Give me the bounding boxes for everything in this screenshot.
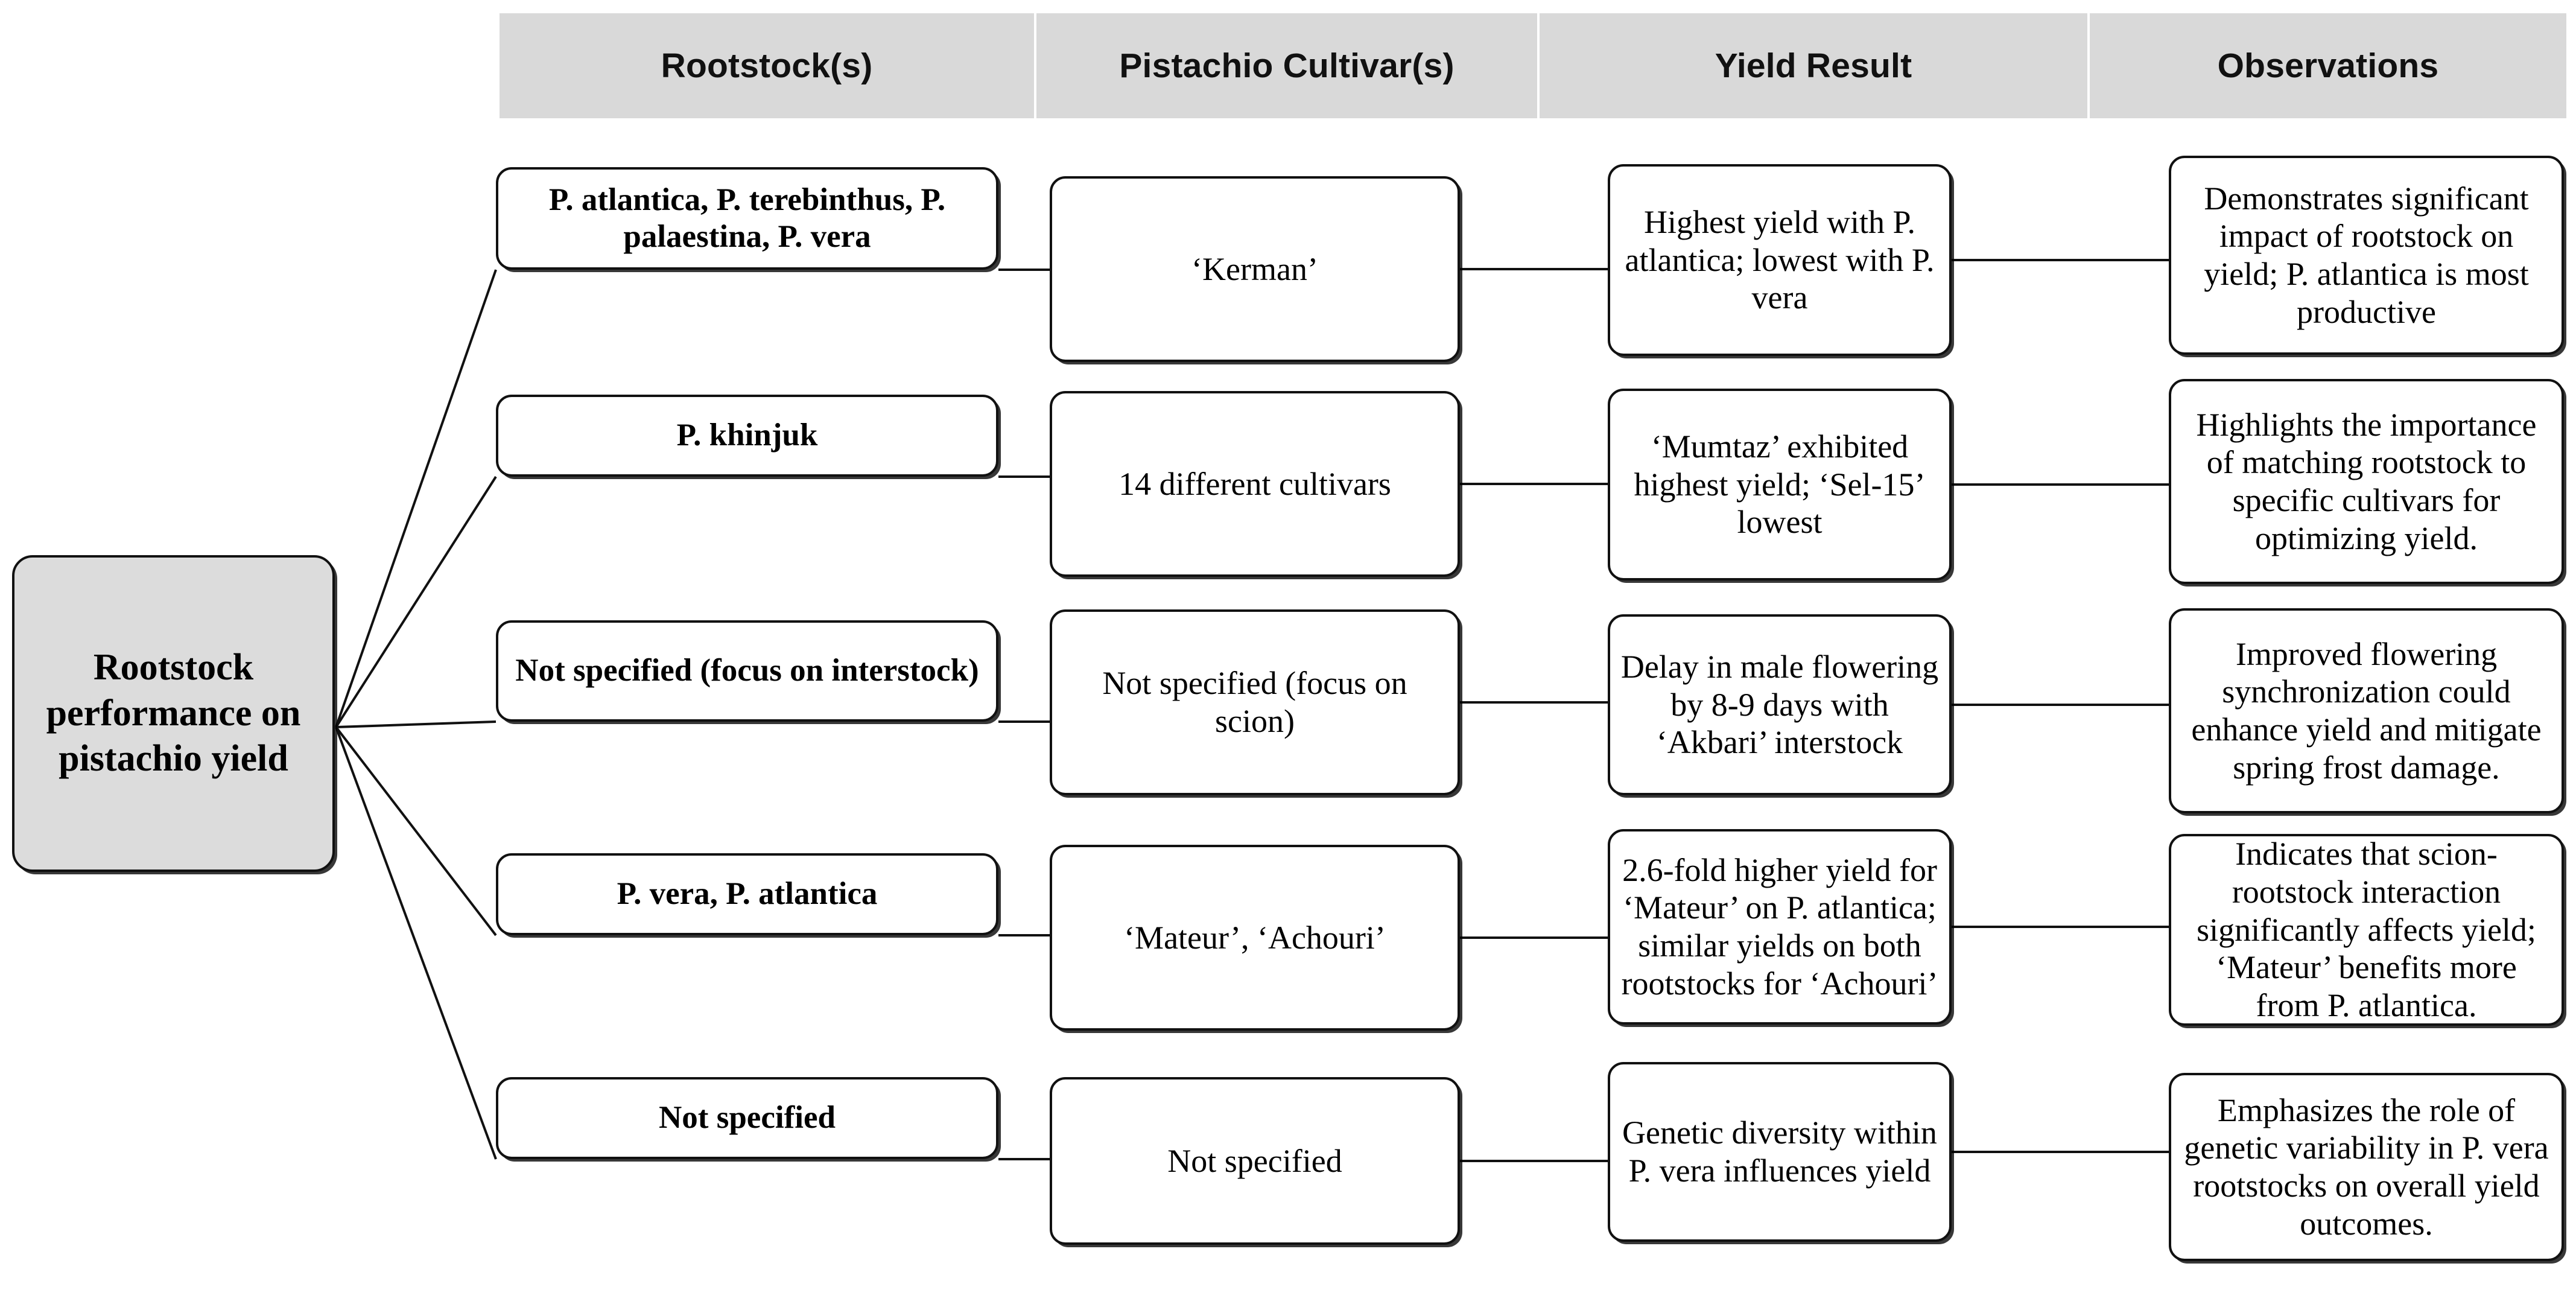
yield-result-node-row-4[interactable]: 2.6-fold higher yield for ‘Mateur’ on P.… [1608, 829, 1952, 1025]
cultivar-node-label: Not specified [1167, 1142, 1342, 1179]
cultivar-node-row-3[interactable]: Not specified (focus on scion) [1050, 609, 1460, 795]
cultivar-node-row-4[interactable]: ‘Mateur’, ‘Achouri’ [1050, 845, 1460, 1031]
header-cell-label: Yield Result [1715, 46, 1912, 85]
cultivar-node-row-5[interactable]: Not specified [1050, 1077, 1460, 1245]
observation-node-row-4[interactable]: Indicates that scion-rootstock interacti… [2169, 834, 2564, 1026]
rootstock-node-label: Not specified [659, 1100, 836, 1136]
rootstock-node-row-1[interactable]: P. atlantica, P. terebinthus, P. palaest… [496, 167, 998, 270]
yield-result-node-label: Highest yield with P. atlantica; lowest … [1625, 204, 1935, 316]
rootstock-node-row-3[interactable]: Not specified (focus on interstock) [496, 620, 998, 722]
observation-node-row-5[interactable]: Emphasizes the role of genetic variabili… [2169, 1073, 2564, 1261]
rootstock-node-row-4[interactable]: P. vera, P. atlantica [496, 853, 998, 935]
header-cell-label: Pistachio Cultivar(s) [1119, 46, 1455, 85]
rootstock-node-row-2[interactable]: P. khinjuk [496, 395, 998, 477]
observation-node-label: Highlights the importance of matching ro… [2196, 406, 2537, 556]
rootstock-node-label: P. atlantica, P. terebinthus, P. palaest… [548, 182, 946, 254]
header-cell-2: Yield Result [1540, 13, 2087, 118]
observation-node-row-3[interactable]: Improved flowering synchronization could… [2169, 608, 2564, 813]
root-node[interactable]: Rootstock performance on pistachio yield [12, 555, 335, 872]
root-node-label: Rootstock performance on pistachio yield [46, 647, 301, 780]
rootstock-node-label: P. vera, P. atlantica [617, 876, 878, 912]
edge-root-to-rootstock-1 [335, 269, 497, 728]
yield-result-node-label: Genetic diversity within P. vera influen… [1622, 1114, 1937, 1189]
header-cell-0: Rootstock(s) [500, 13, 1034, 118]
edge-root-to-rootstock-5 [335, 727, 497, 1160]
observation-node-label: Emphasizes the role of genetic variabili… [2184, 1092, 2549, 1242]
yield-result-node-row-3[interactable]: Delay in male flowering by 8-9 days with… [1608, 614, 1952, 795]
yield-result-node-row-5[interactable]: Genetic diversity within P. vera influen… [1608, 1062, 1952, 1242]
cultivar-node-label: Not specified (focus on scion) [1102, 665, 1407, 739]
rootstock-node-label: P. khinjuk [676, 418, 818, 453]
header-cell-3: Observations [2090, 13, 2566, 118]
header-cell-label: Rootstock(s) [661, 46, 873, 85]
observation-node-row-1[interactable]: Demonstrates significant impact of roots… [2169, 156, 2564, 355]
observation-node-label: Demonstrates significant impact of roots… [2204, 180, 2529, 330]
edge-root-to-rootstock-2 [335, 475, 497, 728]
yield-result-node-row-2[interactable]: ‘Mumtaz’ exhibited highest yield; ‘Sel-1… [1608, 389, 1952, 580]
rootstock-node-label: Not specified (focus on interstock) [515, 653, 979, 688]
rootstock-node-row-5[interactable]: Not specified [496, 1077, 998, 1159]
edge-root-to-rootstock-4 [335, 726, 497, 936]
observation-node-label: Improved flowering synchronization could… [2191, 635, 2542, 786]
yield-result-node-label: ‘Mumtaz’ exhibited highest yield; ‘Sel-1… [1634, 428, 1926, 541]
edge-root-to-rootstock-3 [335, 720, 496, 728]
header-cell-1: Pistachio Cultivar(s) [1036, 13, 1537, 118]
yield-result-node-label: 2.6-fold higher yield for ‘Mateur’ on P.… [1621, 851, 1938, 1002]
cultivar-node-row-2[interactable]: 14 different cultivars [1050, 391, 1460, 577]
observation-node-label: Indicates that scion-rootstock interacti… [2197, 836, 2536, 1023]
cultivar-node-label: 14 different cultivars [1118, 465, 1391, 502]
header-cell-label: Observations [2217, 46, 2439, 85]
cultivar-node-row-1[interactable]: ‘Kerman’ [1050, 176, 1460, 362]
yield-result-node-row-1[interactable]: Highest yield with P. atlantica; lowest … [1608, 164, 1952, 356]
observation-node-row-2[interactable]: Highlights the importance of matching ro… [2169, 379, 2564, 584]
yield-result-node-label: Delay in male flowering by 8-9 days with… [1620, 649, 1939, 761]
cultivar-node-label: ‘Mateur’, ‘Achouri’ [1124, 919, 1386, 956]
cultivar-node-label: ‘Kerman’ [1191, 250, 1318, 287]
